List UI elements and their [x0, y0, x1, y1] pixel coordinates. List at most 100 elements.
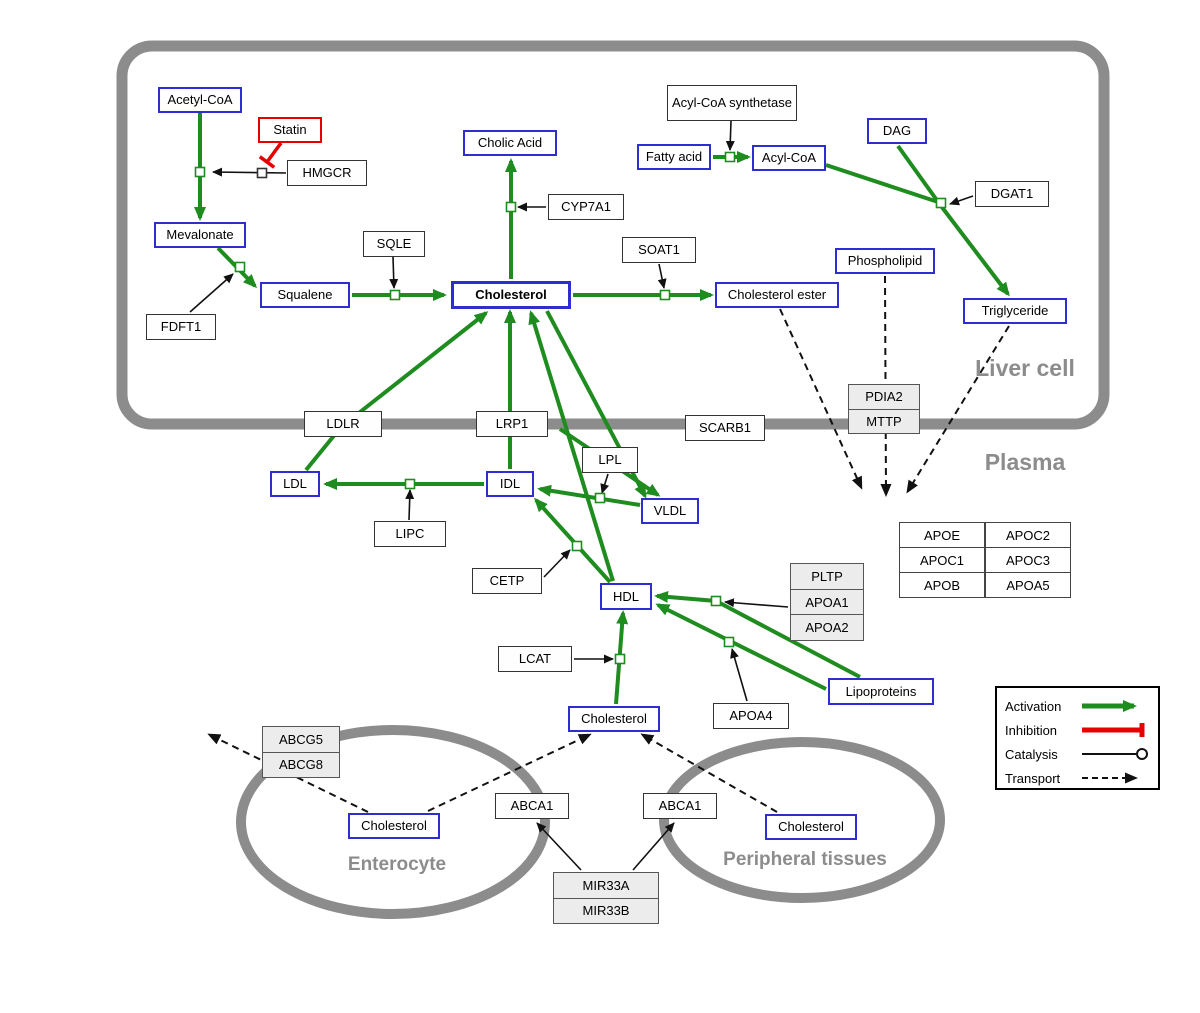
- node-acetyl-coa[interactable]: Acetyl-CoA: [158, 87, 242, 113]
- node-scarb1[interactable]: SCARB1: [685, 415, 765, 441]
- legend-row-inhibition: Inhibition: [1005, 718, 1150, 742]
- node-cholic-acid[interactable]: Cholic Acid: [463, 130, 557, 156]
- catalysis-apoa4: [730, 648, 748, 702]
- node-lrp1[interactable]: LRP1: [476, 411, 548, 437]
- liver-cell-outline: [116, 40, 1110, 430]
- node-cetp[interactable]: CETP: [472, 568, 542, 594]
- node-apoa1[interactable]: APOA1: [791, 588, 863, 615]
- catalysis-sqle: [389, 256, 399, 289]
- complex-pltp-apoa1-apoa2: PLTP APOA1 APOA2: [790, 563, 864, 641]
- node-apoa4[interactable]: APOA4: [713, 703, 789, 729]
- peripheral-tissues-label: Peripheral tissues: [723, 849, 887, 870]
- node-pltp[interactable]: PLTP: [811, 568, 843, 584]
- node-acyl-coa-synthetase[interactable]: Acyl-CoA synthetase: [667, 85, 797, 121]
- node-apoa5[interactable]: APOA5: [985, 572, 1071, 598]
- catalysis-circle-icon: [1082, 748, 1148, 760]
- node-apoc3[interactable]: APOC3: [985, 547, 1071, 573]
- node-abca1-left[interactable]: ABCA1: [495, 793, 569, 819]
- node-apoc2[interactable]: APOC2: [985, 522, 1071, 548]
- node-soat1[interactable]: SOAT1: [622, 237, 696, 263]
- node-apob[interactable]: APOB: [899, 572, 985, 598]
- node-triglyceride[interactable]: Triglyceride: [963, 298, 1067, 324]
- node-cholesterol-liver[interactable]: Cholesterol: [451, 281, 571, 309]
- node-abcg5[interactable]: ABCG5: [278, 731, 324, 747]
- node-apoa2[interactable]: APOA2: [791, 614, 863, 640]
- node-acyl-coa[interactable]: Acyl-CoA: [752, 145, 826, 171]
- edge-mir33-abca1-left: [536, 822, 582, 871]
- node-idl[interactable]: IDL: [486, 471, 534, 497]
- node-vldl[interactable]: VLDL: [641, 498, 699, 524]
- transport-peripheral-cholesterol-plasma: [640, 733, 778, 813]
- legend-transport-label: Transport: [1005, 770, 1061, 786]
- catalysis-hmgcr: [212, 167, 287, 177]
- node-abca1-right[interactable]: ABCA1: [643, 793, 717, 819]
- node-apoe[interactable]: APOE: [899, 522, 985, 548]
- node-statin[interactable]: Statin: [258, 117, 322, 143]
- node-mttp[interactable]: MTTP: [849, 408, 919, 434]
- edge-hdl-cholesterol: [528, 310, 615, 582]
- legend-inhibition-label: Inhibition: [1005, 722, 1058, 738]
- catalysis-dgat1: [949, 195, 974, 206]
- peripheral-tissues-outline: [659, 737, 945, 903]
- reaction-anchors: [194, 151, 947, 665]
- edge-ldl-cholesterol-via-ldlr: [304, 311, 489, 472]
- node-lcat[interactable]: LCAT: [498, 646, 572, 672]
- edge-dag-junction: [896, 144, 938, 201]
- catalysis-soat1: [657, 263, 667, 289]
- catalysis-lpl: [600, 473, 610, 494]
- edge-mir33-abca1-right: [632, 822, 675, 871]
- inhibition-statin-tbar: [258, 155, 276, 169]
- edge-lipoproteins-hdl-lower: [655, 603, 827, 691]
- node-cholesterol-enterocyte[interactable]: Cholesterol: [348, 813, 440, 839]
- node-pdia2[interactable]: PDIA2: [865, 389, 903, 405]
- node-cholesterol-plasma[interactable]: Cholesterol: [568, 706, 660, 732]
- catalysis-pltp-apoa: [724, 598, 789, 608]
- node-hmgcr[interactable]: HMGCR: [287, 160, 367, 186]
- inhibition-statin-line: [265, 141, 283, 164]
- edge-junction-triglyceride: [936, 200, 1010, 297]
- node-hdl[interactable]: HDL: [600, 583, 652, 610]
- node-abcg8[interactable]: ABCG8: [263, 751, 339, 778]
- node-sqle[interactable]: SQLE: [363, 231, 425, 257]
- node-fdft1[interactable]: FDFT1: [146, 314, 216, 340]
- node-cholesterol-peripheral[interactable]: Cholesterol: [765, 814, 857, 840]
- node-cyp7a1[interactable]: CYP7A1: [548, 194, 624, 220]
- node-ldlr[interactable]: LDLR: [304, 411, 382, 437]
- node-mir33b[interactable]: MIR33B: [554, 897, 658, 924]
- legend-catalysis-label: Catalysis: [1005, 746, 1058, 762]
- legend-row-activation: Activation: [1005, 694, 1150, 718]
- edge-vldl-idl: [537, 484, 641, 507]
- node-mir33a[interactable]: MIR33A: [582, 877, 630, 893]
- edge-acylcoa-junction: [825, 163, 939, 204]
- node-lpl[interactable]: LPL: [582, 447, 638, 473]
- complex-pdia2-mttp: PDIA2 MTTP: [848, 384, 920, 434]
- compartment-shapes: [116, 40, 1110, 919]
- node-mevalonate[interactable]: Mevalonate: [154, 222, 246, 248]
- transport-enterocyte-cholesterol-plasma: [427, 733, 592, 812]
- node-dag[interactable]: DAG: [867, 118, 927, 144]
- legend: Activation Inhibition Catalysis Transpor…: [995, 686, 1160, 790]
- node-lipoproteins[interactable]: Lipoproteins: [828, 678, 934, 705]
- inhibition-edge: [258, 141, 283, 169]
- inhibition-tbar-icon: [1082, 723, 1145, 737]
- node-lipc[interactable]: LIPC: [374, 521, 446, 547]
- node-phospholipid[interactable]: Phospholipid: [835, 248, 935, 274]
- transport-triglyceride-plasma: [906, 325, 1010, 494]
- node-cholesterol-ester[interactable]: Cholesterol ester: [715, 282, 839, 308]
- complex-mir33a-mir33b: MIR33A MIR33B: [553, 872, 659, 924]
- node-ldl[interactable]: LDL: [270, 471, 320, 497]
- node-fatty-acid[interactable]: Fatty acid: [637, 144, 711, 170]
- catalysis-lipc: [405, 489, 415, 521]
- transport-arrow-icon: [1082, 772, 1138, 784]
- complex-abcg5-abcg8: ABCG5 ABCG8: [262, 726, 340, 778]
- activation-arrow-icon: [1082, 700, 1137, 712]
- catalysis-cetp: [543, 549, 571, 578]
- node-apoc1[interactable]: APOC1: [899, 547, 985, 573]
- plasma-label: Plasma: [984, 449, 1066, 475]
- catalysis-acs: [725, 120, 735, 151]
- transport-cholesterylester-plasma: [779, 308, 863, 490]
- node-dgat1[interactable]: DGAT1: [975, 181, 1049, 207]
- node-squalene[interactable]: Squalene: [260, 282, 350, 308]
